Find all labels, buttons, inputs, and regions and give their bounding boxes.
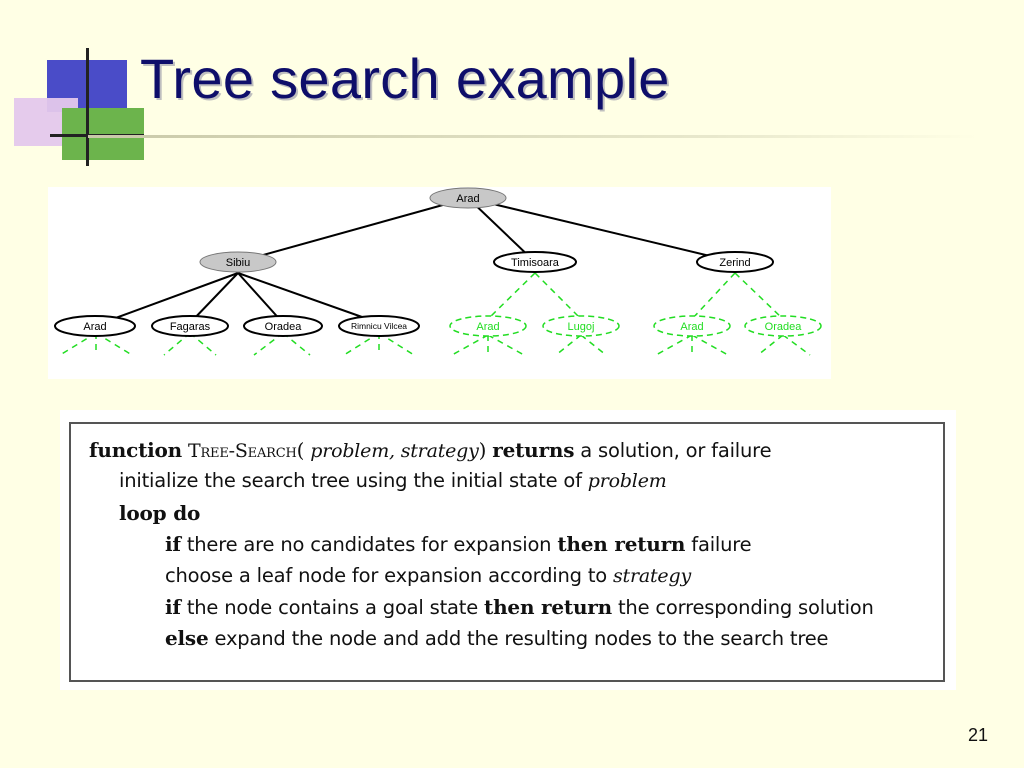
edge-zerind-arad (691, 272, 736, 320)
node-label: Arad (456, 193, 479, 205)
edge-zerind-oradea (734, 272, 784, 320)
keyword-function: function (89, 438, 182, 462)
keyword-if: if (165, 532, 181, 556)
solution-text: the corresponding solution (617, 596, 874, 619)
keyword-returns: returns (492, 438, 575, 462)
init-text: initialize the search tree using the ini… (119, 469, 582, 492)
choose-arg: strategy (613, 565, 691, 587)
edge-timisoara-arad (487, 272, 536, 320)
sibiu-edges (101, 272, 380, 324)
tree-diagram-panel: Arad Sibiu Timisoara Zerind Arad Fagaras… (48, 187, 831, 379)
keyword-if: if (165, 595, 181, 619)
algorithm-box: function Tree-Search( problem, strategy)… (69, 422, 945, 682)
algo-line-1: function Tree-Search( problem, strategy)… (89, 438, 772, 462)
node-label: Timisoara (511, 257, 560, 269)
node-rimnicu-vilcea: Rimnicu Vilcea (338, 315, 420, 337)
keyword-loop-do: loop do (119, 501, 201, 525)
algo-line-6: if the node contains a goal state then r… (165, 595, 874, 619)
node-oradea-unexpanded: Oradea (744, 315, 822, 337)
init-arg: problem (587, 470, 667, 492)
node-label: Arad (680, 321, 703, 333)
algo-line-3: loop do (119, 501, 200, 525)
root-edges (237, 197, 736, 263)
node-sibiu: Sibiu (199, 251, 277, 273)
node-oradea: Oradea (243, 315, 323, 337)
decor-vertical-line (86, 48, 89, 166)
algo-line-5: choose a leaf node for expansion accordi… (165, 564, 691, 587)
node-label: Rimnicu Vilcea (351, 321, 407, 331)
return-description: a solution, or failure (580, 439, 772, 462)
keyword-then-return: then return (557, 532, 686, 556)
node-label: Oradea (265, 321, 303, 333)
expand-text: expand the node and add the resulting no… (214, 627, 829, 650)
node-label: Oradea (765, 321, 803, 333)
node-arad-unexpanded: Arad (449, 315, 527, 337)
edge-sibiu-oradea (237, 272, 284, 324)
node-label: Arad (476, 321, 499, 333)
node-zerind: Zerind (696, 251, 774, 273)
node-label: Lugoj (568, 321, 595, 333)
node-label: Sibiu (226, 257, 250, 269)
failure-text: failure (691, 533, 752, 556)
algo-line-2: initialize the search tree using the ini… (119, 469, 667, 492)
keyword-then-return: then return (484, 595, 612, 619)
choose-text: choose a leaf node for expansion accordi… (165, 564, 607, 587)
node-label: Zerind (719, 257, 750, 269)
close-paren: ) (478, 438, 487, 462)
function-args: problem, strategy (310, 440, 479, 462)
tree-diagram: Arad Sibiu Timisoara Zerind Arad Fagaras… (54, 187, 822, 356)
unexpanded-edges (487, 272, 784, 320)
page-number: 21 (968, 725, 989, 745)
node-label: Arad (83, 321, 106, 333)
edge-sibiu-fagaras (189, 272, 239, 324)
node-arad-leaf: Arad (54, 315, 136, 337)
node-fagaras: Fagaras (151, 315, 229, 337)
node-timisoara: Timisoara (493, 251, 577, 273)
edge-sibiu-rimnicu (237, 272, 380, 324)
edge-arad-timisoara (467, 197, 536, 263)
keyword-else: else (165, 626, 209, 650)
edge-sibiu-arad (101, 272, 239, 324)
slide-title: Tree search example (140, 47, 670, 110)
condition-text: there are no candidates for expansion (186, 533, 552, 556)
edge-arad-sibiu (237, 197, 469, 263)
algo-line-4: if there are no candidates for expansion… (165, 532, 752, 556)
algo-line-7: else expand the node and add the resulti… (165, 626, 829, 650)
function-name: Tree-Search (187, 440, 297, 462)
node-lugoj: Lugoj (542, 315, 620, 337)
goal-text: the node contains a goal state (186, 596, 479, 619)
open-paren: ( (296, 438, 305, 462)
title-underline (88, 135, 978, 138)
node-arad-root: Arad (429, 187, 507, 209)
edge-arad-zerind (467, 197, 736, 263)
node-label: Fagaras (170, 321, 211, 333)
node-arad-unexpanded-2: Arad (653, 315, 731, 337)
edge-timisoara-lugoj (534, 272, 582, 320)
